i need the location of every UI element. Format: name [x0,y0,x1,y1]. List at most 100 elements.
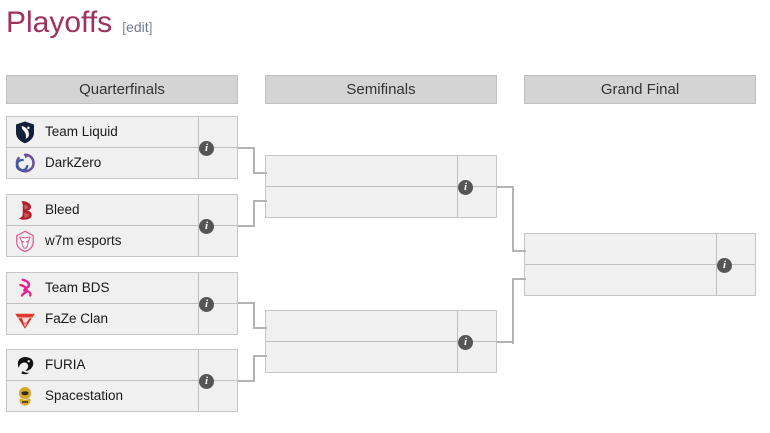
connector-gf-top-in [512,250,526,252]
match-row[interactable] [525,234,755,265]
faze-clan-logo [15,313,35,329]
connector-qf1-down [253,147,255,174]
match-info-icon[interactable]: i [717,258,732,273]
opponent-bottom[interactable] [266,187,457,218]
match-row[interactable] [266,156,496,187]
connector-qf1-out [238,147,255,149]
match-info-icon[interactable]: i [199,219,214,234]
score-top [198,273,237,303]
match-sf1[interactable]: i [265,155,497,218]
connector-sf1-top-in [253,172,267,174]
connector-sf1-out [497,186,514,188]
opponent-top[interactable]: Team Liquid [7,117,198,147]
round-header-quarterfinals: Quarterfinals [6,75,238,104]
connector-qf3-down [253,302,255,329]
match-info-icon[interactable]: i [199,374,214,389]
connector-qf4-up [253,355,255,382]
team-bds-logo [19,278,32,297]
page-title: Playoffs [6,6,113,39]
opponent-bottom[interactable]: w7m esports [7,226,198,257]
score-bottom [198,303,237,334]
section-heading: Playoffs [edit] [6,6,153,52]
round-header-label: Grand Final [600,81,680,98]
opponent-top[interactable]: Team BDS [7,273,198,303]
match-qf4[interactable]: FURIA Spacestation i [6,349,238,412]
opponent-name: DarkZero [45,154,102,170]
edit-section-link[interactable]: [edit] [122,18,152,36]
match-row[interactable] [266,186,496,218]
opponent-name: Spacestation [45,387,124,403]
edit-bracket-close: ] [148,19,153,35]
connector-qf4-out [238,380,255,382]
w7m-esports-logo [16,230,34,252]
bleed-logo [19,200,32,220]
match-row[interactable]: FaZe Clan [7,303,237,335]
connector-sf1-bottom-in [253,200,267,202]
connector-sf1-down [512,186,514,252]
furia-logo [17,356,34,375]
score-bottom [198,380,237,411]
score-bottom [198,147,237,178]
opponent-top[interactable]: Bleed [7,195,198,225]
match-info-icon[interactable]: i [199,297,214,312]
round-header-label: Quarterfinals [79,81,165,98]
connector-sf2-out [497,341,514,343]
opponent-name: Bleed [45,201,80,217]
match-row[interactable] [266,311,496,342]
match-row[interactable]: w7m esports [7,225,237,257]
opponent-top[interactable] [266,156,457,186]
match-qf1[interactable]: Team Liquid DarkZero i [6,116,238,179]
edit-label: edit [126,19,149,35]
connector-qf2-out [238,225,255,227]
connector-qf3-out [238,302,255,304]
match-row[interactable]: Bleed [7,195,237,226]
opponent-name: FURIA [45,356,86,372]
round-header-semifinals: Semifinals [265,75,497,104]
darkzero-logo [15,153,35,173]
connector-qf2-up [253,200,255,227]
match-row[interactable]: Spacestation [7,380,237,412]
match-grand-final[interactable]: i [524,233,756,296]
opponent-bottom[interactable] [525,265,716,296]
opponent-bottom[interactable]: DarkZero [7,148,198,179]
edit-bracket-open: [ [122,19,127,35]
match-row[interactable] [266,341,496,373]
score-bottom [457,186,496,217]
score-bottom [716,264,755,295]
score-top [457,156,496,186]
opponent-top[interactable]: FURIA [7,350,198,380]
opponent-bottom[interactable] [266,342,457,373]
match-info-icon[interactable]: i [199,141,214,156]
match-info-icon[interactable]: i [458,335,473,350]
team-liquid-logo [16,121,34,143]
match-row[interactable]: Team BDS [7,273,237,304]
match-sf2[interactable]: i [265,310,497,373]
opponent-name: Team Liquid [45,123,118,139]
opponent-name: w7m esports [45,232,122,248]
score-top [457,311,496,341]
match-qf3[interactable]: Team BDS FaZe Clan i [6,272,238,335]
score-top [198,350,237,380]
score-bottom [457,341,496,372]
score-top [198,117,237,147]
match-qf2[interactable]: Bleed w7m esports i [6,194,238,257]
spacestation-logo [19,386,31,406]
opponent-bottom[interactable]: FaZe Clan [7,304,198,335]
connector-sf2-top-in [253,327,267,329]
round-header-label: Semifinals [346,81,416,98]
connector-sf2-bottom-in [253,355,267,357]
opponent-bottom[interactable]: Spacestation [7,381,198,412]
round-header-grand-final: Grand Final [524,75,756,104]
opponent-name: Team BDS [45,279,110,295]
match-row[interactable]: Team Liquid [7,117,237,148]
match-row[interactable]: DarkZero [7,147,237,179]
score-bottom [198,225,237,256]
opponent-name: FaZe Clan [45,310,109,326]
opponent-top[interactable] [525,234,716,264]
score-top [198,195,237,225]
match-row[interactable] [525,264,755,296]
opponent-top[interactable] [266,311,457,341]
match-row[interactable]: FURIA [7,350,237,381]
match-info-icon[interactable]: i [458,180,473,195]
